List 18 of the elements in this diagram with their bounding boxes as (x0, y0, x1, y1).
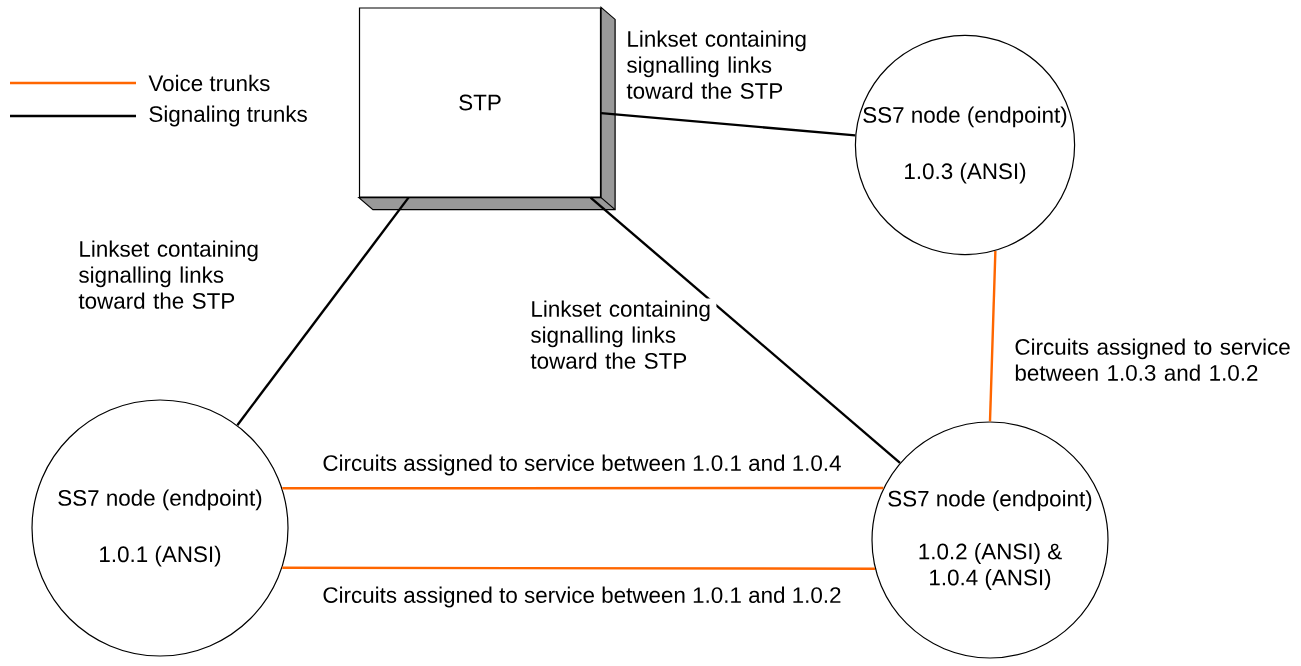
edge-label: Circuits assigned to service between 1.0.1 and 1.0.2 (320, 584, 844, 610)
link-line (236, 196, 410, 426)
box-node: STP (357, 6, 616, 211)
edge-label: Circuits assigned to service between 1.0.1 and 1.0.4 (320, 452, 844, 478)
circle-node: SS7 node (endpoint) 1.0.2 (ANSI) & 1.0.4 (ANSI) (871, 421, 1109, 659)
link-line (589, 196, 901, 464)
link-line (282, 566, 875, 570)
link-line (601, 111, 856, 137)
edge-label: Linkset containing signalling links toward the STP (76, 238, 265, 311)
edge-label: Circuits assigned to service between 1.0.3 and 1.0.2 (1012, 336, 1301, 383)
link-line (988, 250, 997, 422)
edge-label: Linkset containing signalling links toward the STP (528, 298, 717, 371)
edge-label: Linkset containing signalling links toward the STP (624, 28, 813, 101)
circle-node: SS7 node (endpoint) 1.0.3 (ANSI) (854, 34, 1076, 256)
link-line (282, 486, 884, 490)
circle-node: SS7 node (endpoint) 1.0.1 (ANSI) (31, 399, 289, 657)
legend-label: Signaling trunks (149, 105, 307, 127)
legend-label: Voice trunks (148, 74, 270, 92)
